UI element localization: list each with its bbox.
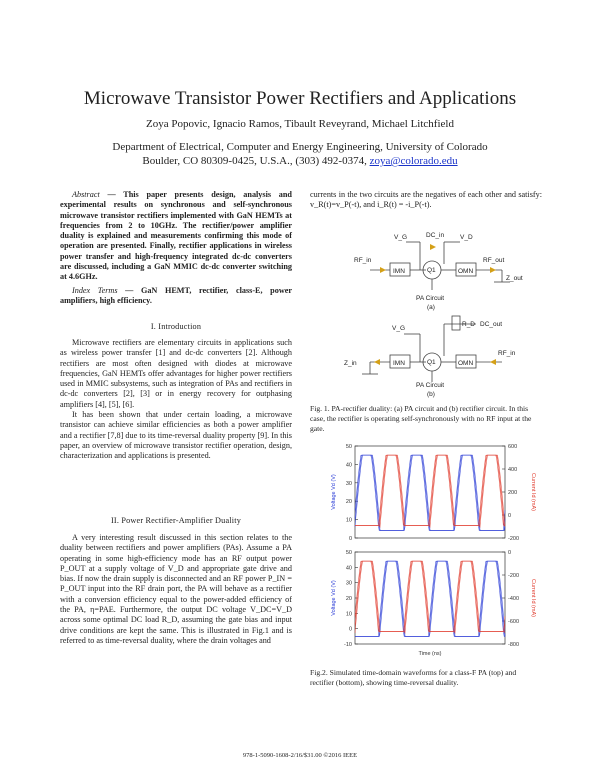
imn-block-b	[389, 354, 411, 369]
y-tick-label: 20	[346, 596, 352, 602]
affiliation-address: Boulder, CO 80309-0425, U.S.A., (303) 49…	[142, 155, 367, 167]
y-tick-label: 30	[346, 581, 352, 587]
series-line-1	[354, 560, 506, 632]
series-line-0	[355, 560, 506, 637]
y-tick-label: 20	[346, 499, 352, 505]
label-rfout: RF_out	[483, 257, 505, 264]
label-rfin-b: RF_in	[498, 350, 516, 357]
omn-block-a	[455, 262, 477, 277]
left-axis-label: Voltage Vd (V)	[331, 474, 337, 510]
series-line-1	[355, 454, 506, 529]
section-1-body: Microwave rectifiers are elementary circ…	[60, 338, 292, 462]
y-tick-label: 10	[346, 611, 352, 617]
label-vd-a: V_D	[460, 234, 473, 241]
label-vg-a: V_G	[394, 234, 407, 241]
series-line-1	[355, 454, 506, 527]
series-line-1	[355, 454, 505, 526]
label-sub-a: (a)	[427, 304, 435, 311]
section-2-body: A very interesting result discussed in t…	[60, 533, 292, 646]
y-tick-label: -10	[344, 642, 352, 648]
index-terms-text: — GaN HEMT, rectifier, class-E, power am…	[60, 285, 293, 305]
label-q1-a: Q1	[427, 267, 436, 274]
label-rd: R_D	[462, 321, 475, 328]
label-omn-b: OMN	[458, 360, 473, 367]
y2-tick-label: 600	[508, 444, 517, 450]
y2-tick-label: 0	[508, 513, 511, 519]
y-tick-label: 0	[349, 627, 352, 633]
series-line-0	[354, 454, 506, 531]
y-tick-label: 40	[346, 462, 352, 468]
rf-in-arrow-b	[490, 359, 496, 365]
email-link[interactable]: zoya@colorado.edu	[369, 155, 458, 167]
rf-out-arrow	[490, 267, 496, 273]
section-1-heading: I. Introduction	[150, 322, 202, 331]
affiliation-line-1: Department of Electrical, Computer and E…	[112, 141, 488, 153]
right-axis-label: Current Id (mA)	[530, 473, 536, 511]
section-2-heading: II. Power Rectifier-Amplifier Duality	[110, 516, 241, 525]
paper-title: Microwave Transistor Power Rectifiers an…	[83, 88, 517, 109]
rf-in-arrow	[380, 267, 386, 273]
label-zout: Z_out	[506, 275, 523, 282]
x-axis-label: Time (ns)	[418, 651, 441, 657]
imn-block-a	[389, 262, 411, 277]
left-axis-label: Voltage Vd (V)	[331, 580, 337, 616]
y2-tick-label: 0	[508, 550, 511, 556]
y-tick-label: 30	[346, 481, 352, 487]
author-list: Zoya Popovic, Ignacio Ramos, Tibault Rev…	[146, 118, 454, 130]
right-intro-text: currents in the two circuits are the neg…	[310, 190, 542, 211]
label-omn-a: OMN	[458, 268, 473, 275]
figure-1-circuits: V_G V_D DC_in RF_in RF_out Z_out IMN OMN…	[344, 232, 523, 398]
label-pa-circuit-b: PA Circuit	[416, 382, 444, 389]
y-tick-label: 0	[349, 536, 352, 542]
y2-tick-label: 400	[508, 467, 517, 473]
section-2-paragraph-1: A very interesting result discussed in t…	[60, 533, 292, 645]
label-vg-b: V_G	[392, 325, 405, 332]
abstract-label: Abstract	[72, 190, 100, 199]
abstract-text: — This paper presents design, analysis a…	[60, 190, 292, 282]
page-footer: 978-1-5090-1608-2/16/$31.00 ©2016 IEEE	[242, 752, 358, 759]
y-tick-label: 50	[346, 550, 352, 556]
y2-tick-label: -800	[508, 642, 519, 648]
z-in-arrow	[374, 359, 380, 365]
y-tick-label: 50	[346, 444, 352, 450]
dc-in-arrow	[430, 244, 436, 250]
label-dcin: DC_in	[426, 232, 444, 239]
y-tick-label: 10	[346, 518, 352, 524]
omn-block-b	[455, 354, 477, 369]
label-dcout: DC_out	[480, 321, 502, 328]
index-terms-label: Index Terms	[72, 285, 118, 295]
y2-tick-label: -200	[508, 536, 519, 542]
label-imn-a: IMN	[393, 268, 405, 275]
y2-tick-label: -400	[508, 596, 519, 602]
section-1-paragraph-2: It has been shown that under certain loa…	[60, 410, 292, 461]
label-zin: Z_in	[344, 360, 357, 367]
figure-1-caption: Fig. 1. PA-rectifier duality: (a) PA cir…	[310, 404, 532, 433]
y2-tick-label: 200	[508, 490, 517, 496]
figure-2-caption: Fig.2. Simulated time-domain waveforms f…	[310, 668, 517, 687]
series-line-0	[355, 560, 506, 637]
label-sub-b: (b)	[427, 391, 435, 398]
label-q1-b: Q1	[427, 359, 436, 366]
right-intro-paragraph: currents in the two circuits are the neg…	[310, 190, 542, 210]
right-axis-label: Current Id (mA)	[530, 579, 536, 617]
y-tick-label: 40	[346, 565, 352, 571]
label-rfin-a: RF_in	[354, 257, 372, 264]
affiliation: Department of Electrical, Computer and E…	[0, 140, 600, 168]
series-line-0	[355, 560, 505, 637]
affiliation-line-2: Boulder, CO 80309-0425, U.S.A., (303) 49…	[0, 154, 600, 168]
section-1-paragraph-1: Microwave rectifiers are elementary circ…	[60, 338, 292, 409]
y2-tick-label: -200	[508, 573, 519, 579]
label-imn-b: IMN	[393, 360, 405, 367]
abstract-block: Abstract — This paper presents design, a…	[60, 190, 292, 306]
y2-tick-label: -600	[508, 619, 519, 625]
label-pa-circuit-a: PA Circuit	[416, 295, 444, 302]
